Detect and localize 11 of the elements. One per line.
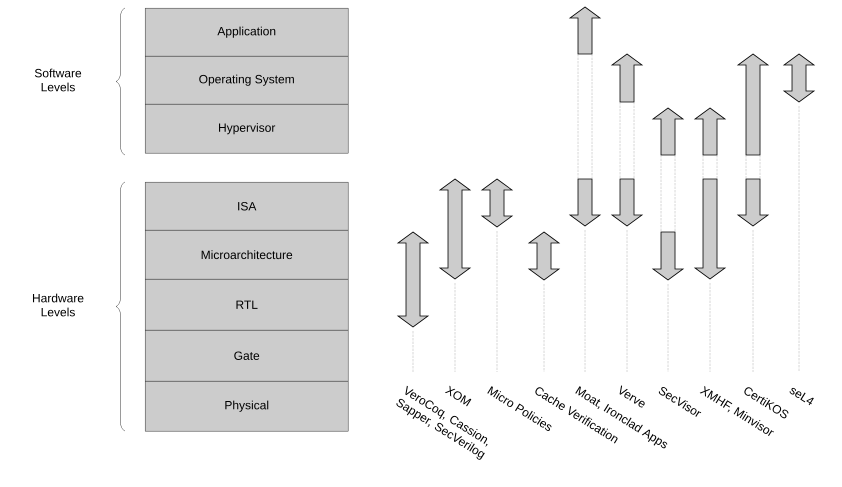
level-box: Microarchitecture	[145, 230, 348, 280]
level-box: Application	[145, 8, 348, 56]
level-group-label: Hardware Levels	[32, 294, 84, 316]
project-label: seL4	[790, 388, 814, 406]
level-box: ISA	[145, 182, 348, 230]
level-group-label: Software Levels	[34, 68, 82, 92]
level-box: RTL	[145, 279, 348, 330]
level-box: Gate	[145, 330, 348, 382]
level-box: Hypervisor	[145, 104, 348, 154]
level-box: Physical	[145, 381, 348, 432]
level-box: Operating System	[145, 56, 348, 104]
